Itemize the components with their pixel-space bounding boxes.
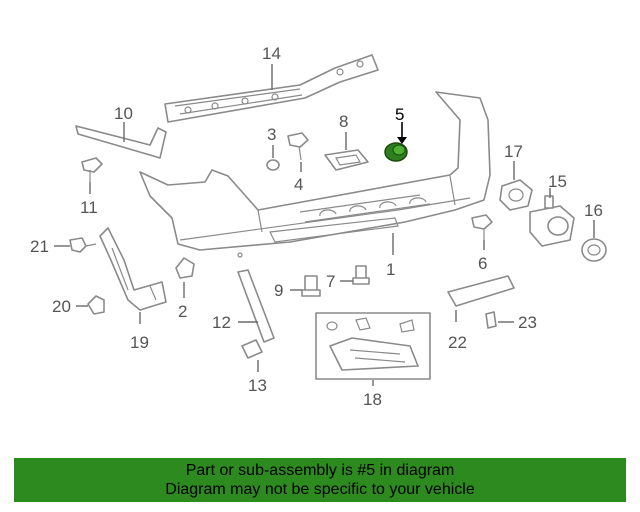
part-5-highlighted[interactable] [384, 142, 408, 162]
callout-19[interactable]: 19 [130, 333, 149, 352]
part-20-clip[interactable] [87, 295, 105, 315]
callout-13[interactable]: 13 [248, 376, 267, 395]
leader-5-arrow [397, 137, 407, 144]
part-11-clip[interactable] [81, 157, 103, 182]
callout-4[interactable]: 4 [294, 175, 303, 194]
callout-18[interactable]: 18 [363, 390, 382, 409]
callout-12[interactable]: 12 [212, 313, 231, 332]
part-15-sensor[interactable] [529, 195, 575, 247]
callout-20[interactable]: 20 [52, 297, 71, 316]
callout-11[interactable]: 11 [80, 198, 98, 217]
part-9-bolt[interactable] [301, 275, 321, 297]
callout-14[interactable]: 14 [262, 44, 281, 63]
callout-22[interactable]: 22 [448, 333, 467, 352]
callout-16[interactable]: 16 [584, 201, 603, 220]
part-2-clip[interactable] [175, 257, 195, 279]
callout-3[interactable]: 3 [267, 125, 276, 144]
part-13-bracket[interactable] [241, 339, 263, 359]
part-17-retainer[interactable] [499, 179, 533, 211]
callout-5[interactable]: 5 [395, 105, 404, 124]
banner-line-2: Diagram may not be specific to your vehi… [165, 481, 475, 498]
part-18-kit[interactable] [315, 312, 431, 380]
part-16-bezel[interactable] [581, 238, 607, 262]
callout-2[interactable]: 2 [178, 302, 187, 321]
part-12-trim[interactable] [237, 269, 275, 343]
part-4-bolt[interactable] [287, 132, 309, 161]
callout-8[interactable]: 8 [339, 112, 348, 131]
part-14-reinforcement[interactable] [164, 54, 379, 123]
callout-7[interactable]: 7 [326, 272, 335, 291]
callout-1[interactable]: 1 [386, 260, 395, 279]
callout-21[interactable]: 21 [30, 237, 49, 256]
part-6-bolt[interactable] [471, 214, 493, 240]
part-3-nut[interactable] [266, 159, 280, 171]
parts-diagram-svg: 14 10 11 3 4 8 5 [30, 44, 607, 409]
callout-23[interactable]: 23 [518, 313, 537, 332]
callout-6[interactable]: 6 [478, 254, 487, 273]
part-23-clip[interactable] [485, 311, 497, 329]
part-10-bracket[interactable] [75, 125, 167, 159]
part-7-bolt[interactable] [352, 265, 370, 285]
callout-15[interactable]: 15 [548, 172, 567, 191]
callout-17[interactable]: 17 [504, 142, 523, 161]
callout-9[interactable]: 9 [274, 281, 283, 300]
part-22-reflector[interactable] [447, 275, 515, 307]
part-19-side-bracket[interactable] [99, 227, 167, 311]
part-8-plate[interactable] [324, 149, 369, 171]
part-1-bumper-cover[interactable] [139, 91, 491, 258]
banner-line-1: Part or sub-assembly is #5 in diagram [185, 462, 455, 479]
part-21-screw[interactable] [69, 237, 97, 253]
parts-diagram: 14 10 11 3 4 8 5 [30, 44, 607, 409]
info-banner: Part or sub-assembly is #5 in diagram Di… [14, 458, 626, 502]
callout-10[interactable]: 10 [114, 104, 133, 123]
